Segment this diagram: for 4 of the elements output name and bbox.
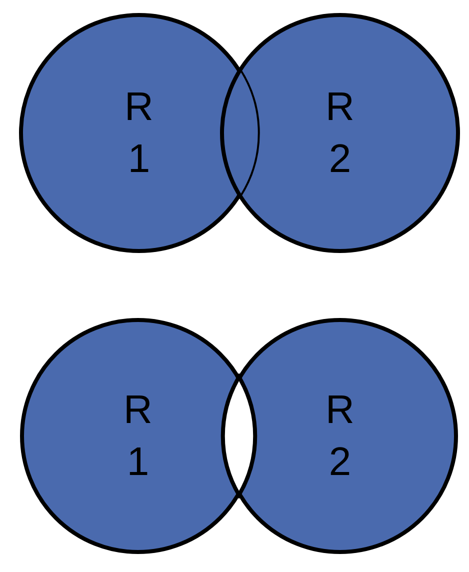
set-label: R 1 [122,387,154,486]
set-label: R 2 [324,84,356,183]
set-label: R 2 [324,387,356,486]
set-label: R 1 [124,84,154,183]
